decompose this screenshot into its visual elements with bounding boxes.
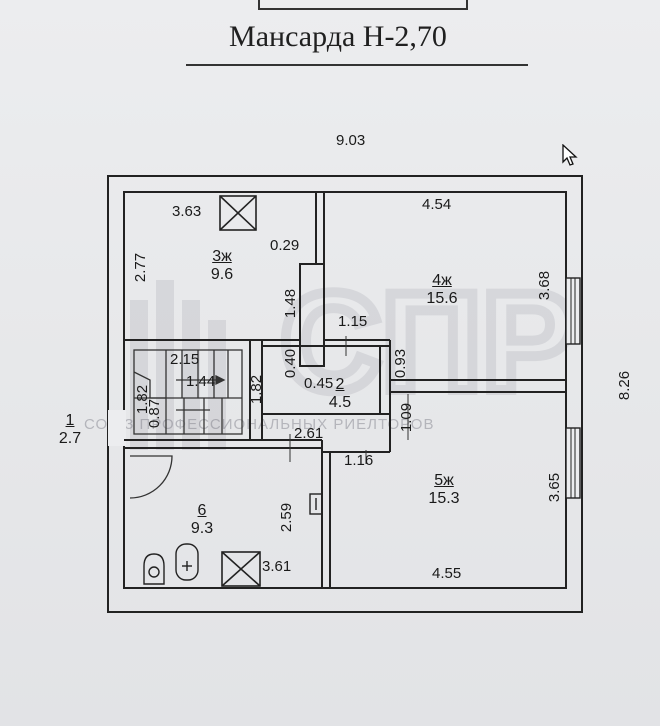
room-1-label: 1 2.7 (40, 412, 100, 447)
dim-0-40: 0.40 (282, 348, 300, 379)
door-arc (129, 455, 173, 499)
dim-1-82-right: 1.82 (248, 374, 266, 405)
outer-wall-outer (107, 175, 583, 613)
radiator-icon (309, 493, 323, 515)
room-2-label: 2 4.5 (310, 376, 370, 411)
dim-2-61: 2.61 (294, 425, 324, 442)
dim-4-54: 4.54 (422, 196, 452, 213)
dim-0-93: 0.93 (392, 348, 410, 379)
vent-shaft-bottom (221, 551, 261, 587)
top-frame (258, 0, 468, 10)
room-2-area: 4.5 (328, 393, 352, 411)
dim-overall-width: 9.03 (336, 132, 366, 149)
room-5-number: 5ж (434, 472, 454, 489)
dim-2-15: 2.15 (170, 351, 200, 368)
room-3-number: 3ж (212, 248, 232, 265)
dim-2-59: 2.59 (278, 502, 296, 533)
room-4-label: 4ж 15.6 (412, 272, 472, 307)
room-5-area: 15.3 (428, 489, 460, 507)
partition-column (299, 263, 325, 367)
dim-1-48: 1.48 (282, 288, 300, 319)
title-underline (186, 64, 528, 66)
watermark-text: СОЮЗ ПРОФЕССИОНАЛЬНЫХ РИЕЛТОРОВ (84, 416, 435, 433)
room-1-area: 2.7 (58, 429, 82, 447)
room-4-area: 15.6 (426, 289, 458, 307)
dim-0-45: 0.45 (304, 375, 334, 392)
room-3-area: 9.6 (210, 265, 234, 283)
dim-3-68: 3.68 (536, 270, 554, 301)
room-6-number: 6 (197, 502, 207, 519)
window-room-4 (565, 277, 581, 345)
dim-2-77: 2.77 (132, 252, 150, 283)
mouse-cursor-icon (562, 144, 578, 166)
toilet-icon (143, 553, 165, 585)
dim-3-65: 3.65 (546, 472, 564, 503)
dim-1-44: 1.44 (186, 373, 216, 390)
dim-0-29: 0.29 (270, 237, 300, 254)
dim-1-16: 1.16 (344, 452, 374, 469)
dim-1-09: 1.09 (398, 402, 416, 433)
sink-icon (175, 543, 199, 581)
room-4-number: 4ж (432, 272, 452, 289)
room-6-label: 6 9.3 (172, 502, 232, 537)
room-2-number: 2 (335, 376, 345, 393)
dim-3-61: 3.61 (262, 558, 292, 575)
dim-4-55: 4.55 (432, 565, 462, 582)
outer-wall-inner (123, 191, 567, 589)
dim-0-87: 0.87 (146, 398, 164, 429)
room-6-area: 9.3 (190, 519, 214, 537)
staircase (133, 349, 243, 435)
dim-3-63: 3.63 (172, 203, 202, 220)
room-1-number: 1 (65, 412, 75, 429)
room-5-label: 5ж 15.3 (414, 472, 474, 507)
dim-overall-height: 8.26 (616, 370, 634, 401)
window-room-5 (565, 427, 581, 499)
vent-shaft-top (219, 195, 257, 231)
dim-1-15: 1.15 (338, 313, 368, 330)
plan-title: Мансарда Н-2,70 (229, 20, 447, 53)
room-3-label: 3ж 9.6 (192, 248, 252, 283)
